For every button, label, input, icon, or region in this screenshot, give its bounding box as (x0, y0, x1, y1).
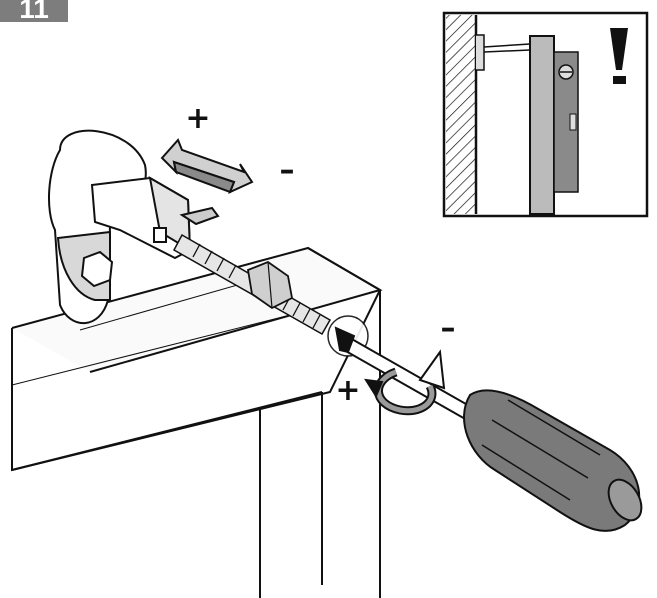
hinge-clip (153, 227, 167, 243)
step-badge-background (0, 0, 68, 22)
adjust-minus-label: – (280, 153, 295, 188)
screw-shaft (483, 43, 531, 48)
rotate-minus-label: – (441, 311, 456, 346)
wall-anchor (476, 34, 485, 71)
hex-socket-icon (80, 250, 114, 288)
rotate-arrow-icon (364, 349, 446, 416)
adjust-plus-label: + (185, 101, 210, 136)
frame-bevel (11, 309, 311, 386)
handle-end-cap (607, 478, 643, 522)
frame-profile (529, 35, 555, 215)
wall-hatching (446, 15, 476, 214)
frame-edge-top (307, 247, 381, 291)
hinge-assembly (47, 129, 220, 325)
inset-detail: ! (442, 11, 649, 218)
frame-hinge-shadow (79, 279, 256, 331)
screwdriver-handle (463, 389, 641, 532)
hinge-tab (179, 206, 220, 226)
step-badge-label: 11 (19, 0, 49, 24)
handle-ridge (507, 399, 601, 456)
frame-rail (11, 391, 323, 471)
warning-icon (610, 28, 628, 84)
adjust-arrow-icon (160, 138, 254, 194)
rod-threads (192, 243, 321, 329)
bracket-slot (569, 113, 577, 131)
screwdriver-tip (334, 326, 356, 354)
rotate-plus-label: + (335, 373, 360, 408)
screwdriver-icon (334, 326, 643, 532)
step-badge: 11 (0, 0, 68, 24)
screw-shaft-lower (483, 49, 531, 53)
